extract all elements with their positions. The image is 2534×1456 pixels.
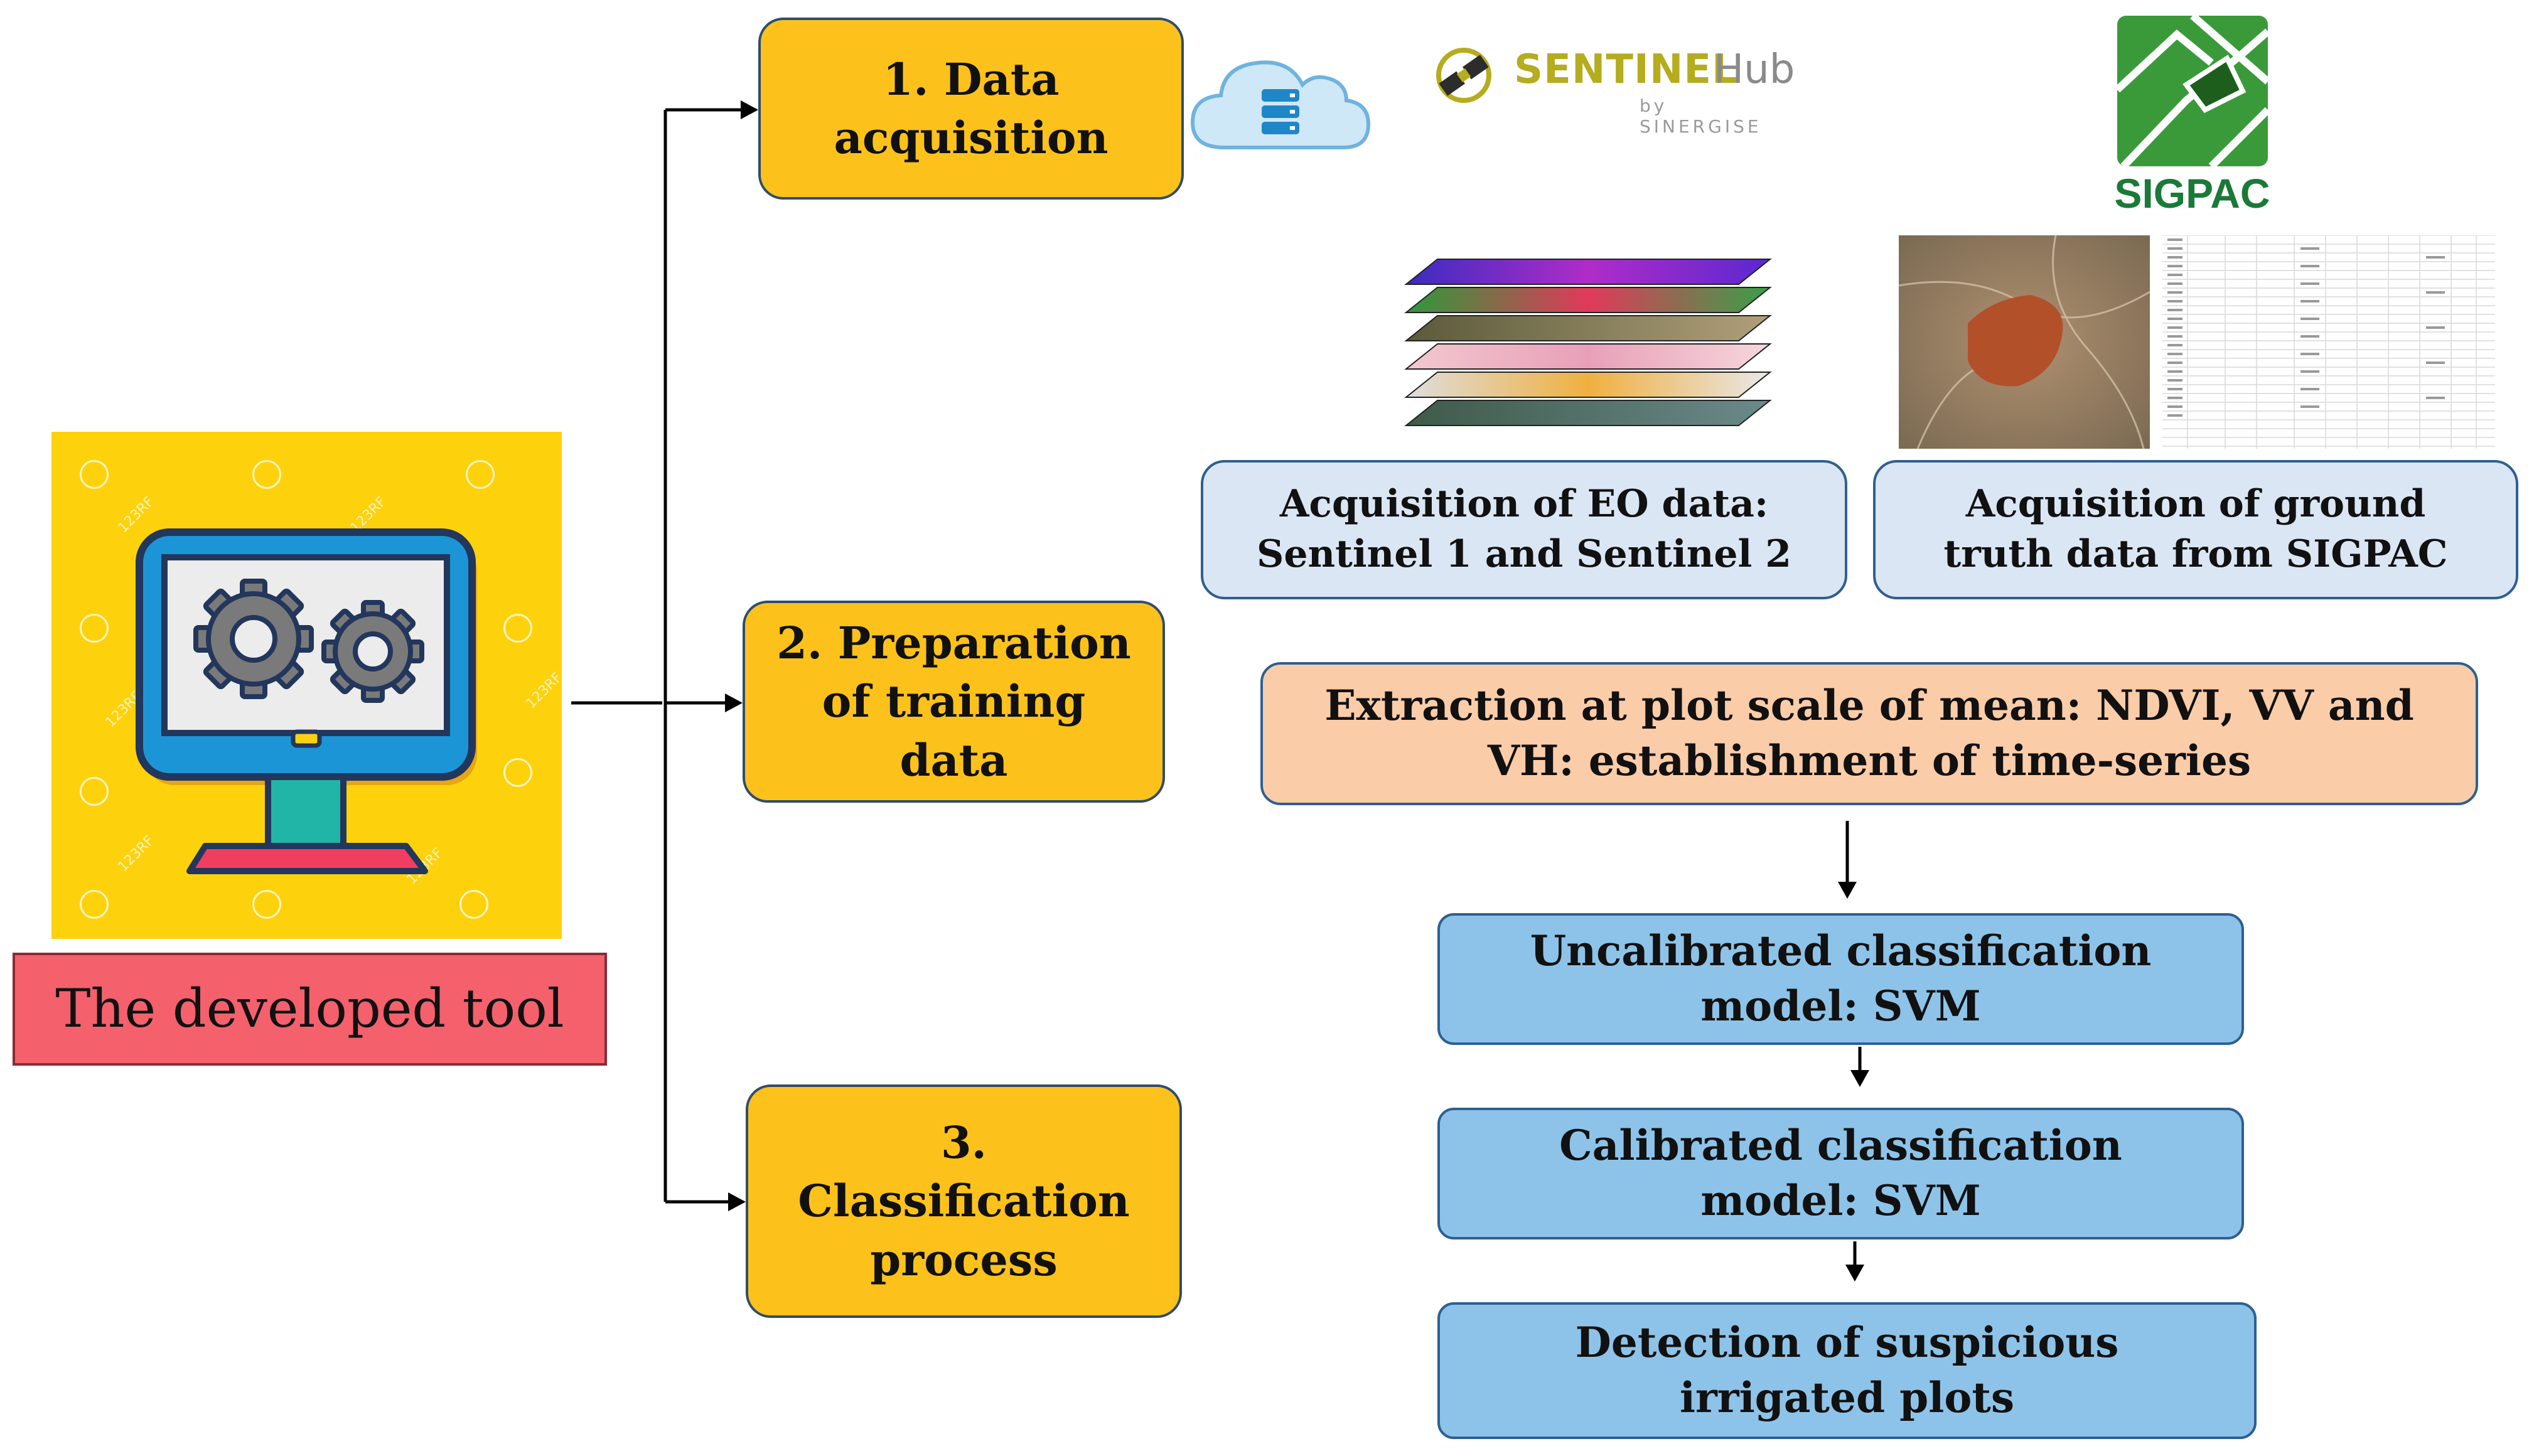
ground-truth-acquisition-box: Acquisition of ground truth data from SI… [1873, 460, 2518, 599]
sentinel-hub-word: Hub [1714, 46, 1795, 93]
detection-box: Detection of suspicious irrigated plots [1437, 1302, 2257, 1439]
uncalibrated-model-box: Uncalibrated classification model: SVM [1437, 913, 2244, 1045]
tool-illustration: 123RF 123RF 123RF 123RF 123RF 123RF 123R… [51, 432, 566, 939]
arrow-to-step3 [728, 1192, 746, 1211]
ground-truth-table-image [2162, 235, 2495, 449]
arrow-to-detection [1845, 1265, 1864, 1282]
satellite-icon [1436, 48, 1491, 103]
eo-data-acquisition-box: Acquisition of EO data: Sentinel 1 and S… [1201, 460, 1847, 599]
sentinel-name: SENTINEL [1514, 46, 1738, 93]
arrow-to-step1 [741, 100, 758, 119]
sigpac-map-icon [2117, 16, 2268, 166]
step-classification-process: 3. Classification process [746, 1084, 1182, 1318]
calibrated-model-box: Calibrated classification model: SVM [1437, 1108, 2244, 1239]
sigpac-text: SIGPAC [2114, 170, 2270, 217]
extraction-box: Extraction at plot scale of mean: NDVI, … [1260, 662, 2478, 805]
monitor-gears-icon [136, 528, 477, 874]
step-data-acquisition: 1. Data acquisition [758, 18, 1184, 200]
arrow-to-calibrated [1850, 1070, 1869, 1087]
sentinel-hub-logo: SENTINEL Hub by SINERGISE [1432, 39, 1795, 137]
step-preparation-training-data: 2. Preparation of training data [743, 601, 1165, 803]
ground-truth-aerial-image [1899, 235, 2150, 449]
sentinel-by: by SINERGISE [1640, 95, 1762, 137]
cloud-database-icon [1190, 60, 1371, 149]
satellite-layers-image [1404, 259, 1772, 426]
sigpac-logo: SIGPAC [2106, 16, 2275, 217]
arrow-to-step2 [725, 693, 743, 712]
tool-label: The developed tool [13, 953, 607, 1066]
arrow-to-uncalibrated [1838, 882, 1857, 899]
